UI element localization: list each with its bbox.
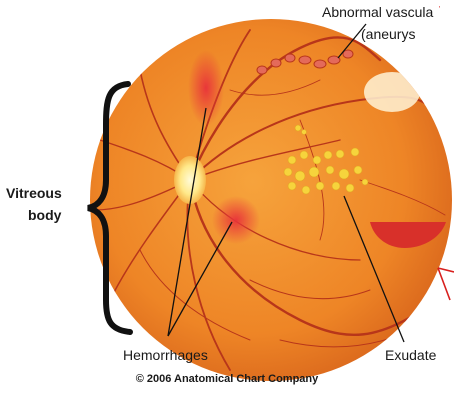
label-exudate: Exudate — [385, 347, 436, 363]
callout-arrow — [438, 268, 454, 300]
label-aneurysm-line2: (aneurys — [361, 26, 415, 42]
optic-disc — [174, 156, 206, 204]
label-aneurysm-line1: Abnormal vascula — [322, 4, 433, 20]
label-hemorrhages: Hemorrhages — [123, 347, 208, 363]
hemorrhage-upper — [188, 50, 224, 126]
label-vitreous-line1: Vitreous — [6, 185, 62, 201]
right-edge-mask — [440, 0, 454, 70]
hemorrhage-lower — [212, 196, 260, 244]
label-vitreous-line2: body — [28, 207, 61, 223]
cotton-wool-spot — [364, 72, 420, 112]
copyright-notice: © 2006 Anatomical Chart Company — [0, 373, 454, 385]
